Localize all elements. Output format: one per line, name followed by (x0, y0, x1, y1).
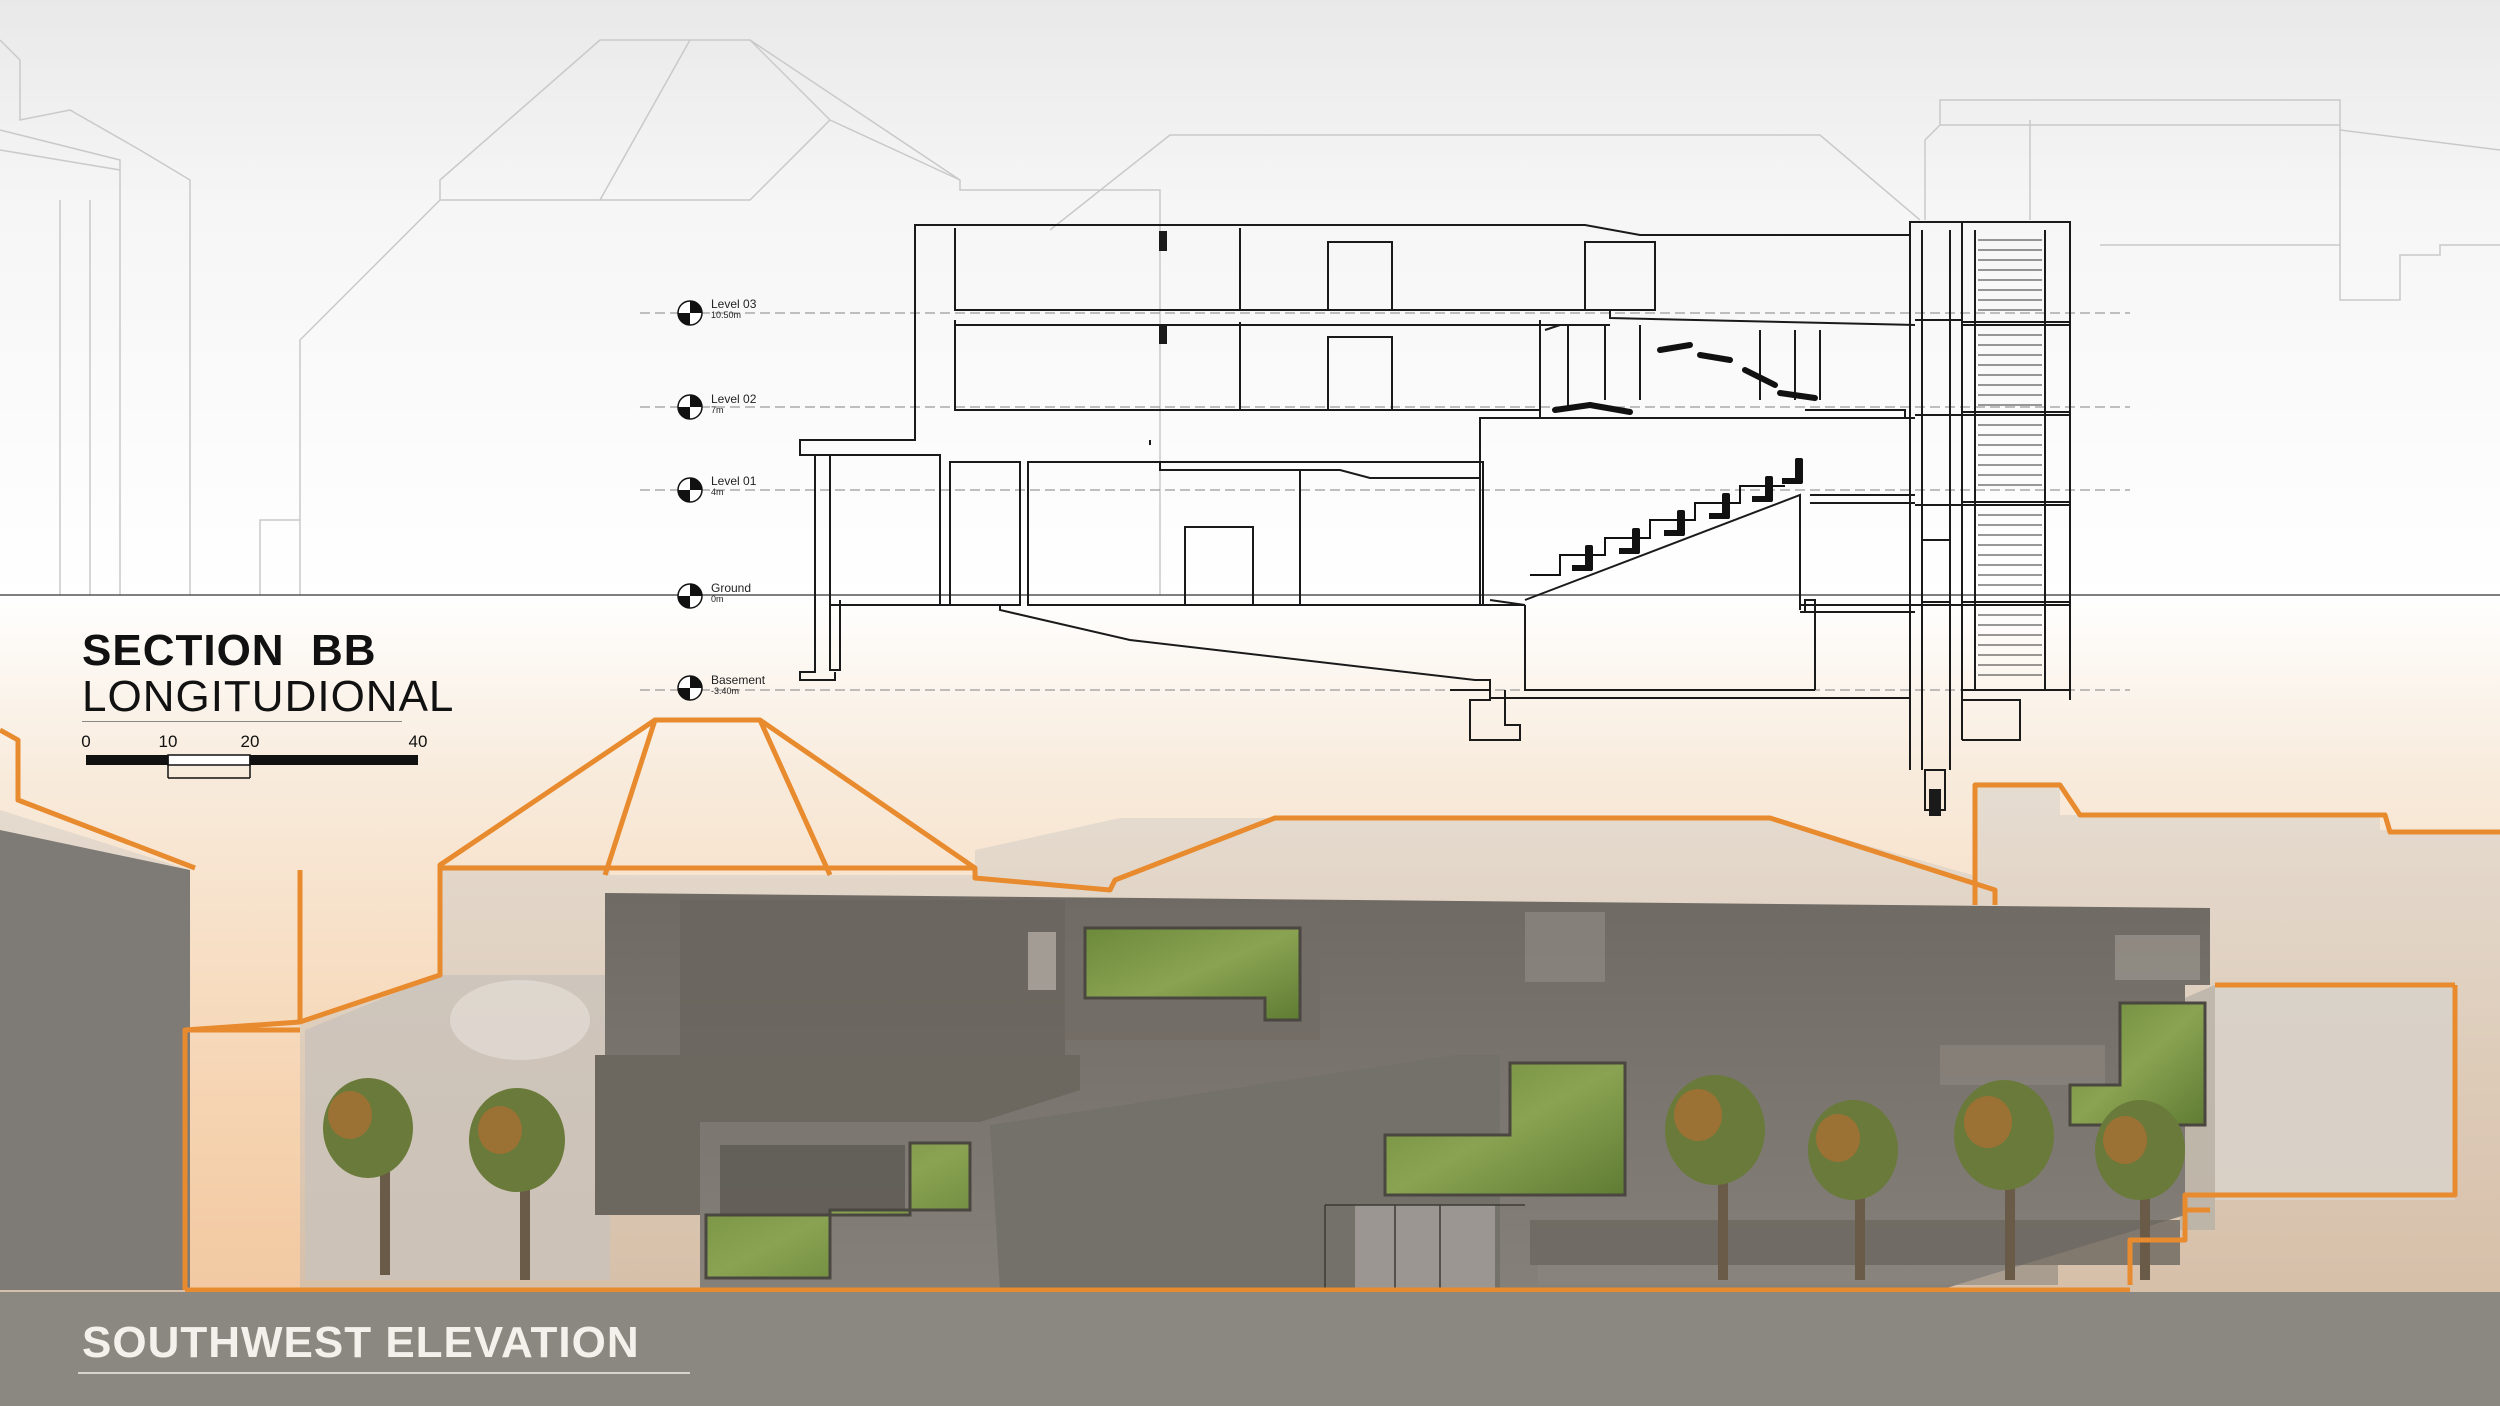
section-title-block: SECTION BB LONGITUDIONAL (82, 628, 472, 720)
elevation-title: SOUTHWEST ELEVATION (82, 1318, 640, 1367)
level-label-basement: Basement -3.40m (711, 674, 765, 696)
level-marker-01 (677, 477, 703, 503)
level-elevation: -3.40m (711, 686, 740, 696)
tree (1954, 1080, 2054, 1280)
section-bb-building (799, 221, 2071, 816)
level-elevation: 0m (711, 594, 724, 604)
title-underline (82, 721, 402, 722)
level-name: Level 03 (711, 297, 757, 311)
level-label-02: Level 02 7m (711, 393, 756, 415)
level-name: Ground (711, 581, 752, 595)
trees (323, 1075, 2185, 1280)
section-title: SECTION BB (82, 626, 377, 675)
scale-bar: 0 10 20 40 (81, 732, 428, 772)
level-markers (677, 300, 703, 701)
seat-icons-lower (1572, 458, 1803, 571)
scale-label: 0 (81, 732, 91, 751)
tree (1665, 1075, 1765, 1280)
tree (1808, 1100, 1898, 1280)
context-orange-outline (0, 717, 2500, 1293)
level-marker-02 (677, 394, 703, 420)
stair-hatching (1978, 239, 2042, 676)
level-name: Level 01 (711, 474, 757, 488)
tree (469, 1088, 565, 1280)
level-marker-ground (677, 583, 703, 609)
level-label-ground: Ground 0m (711, 582, 751, 604)
context-buildings (0, 39, 2500, 595)
level-label-03: Level 03 10.50m (711, 298, 756, 320)
scale-bar-graphic (86, 754, 418, 779)
lower-seating (1530, 485, 1785, 576)
green-roofs (704, 926, 2207, 1280)
ground-band (0, 1292, 2500, 1406)
sky-upper (0, 0, 2500, 600)
level-elevation: 4m (711, 487, 724, 497)
scale-label: 10 (158, 732, 178, 751)
scale-label: 20 (240, 732, 260, 751)
level-marker-03 (677, 300, 703, 326)
tree (323, 1078, 413, 1275)
level-label-01: Level 01 4m (711, 475, 756, 497)
section-subtitle: LONGITUDIONAL (82, 672, 455, 721)
upper-seating (1552, 342, 1818, 415)
level-name: Level 02 (711, 392, 757, 406)
level-marker-basement (677, 675, 703, 701)
tree (2095, 1100, 2185, 1280)
level-elevation: 7m (711, 405, 724, 415)
level-lines (640, 312, 2130, 691)
level-name: Basement (711, 673, 766, 687)
level-elevation: 10.50m (711, 310, 742, 320)
scale-label: 40 (408, 732, 428, 751)
elevation-main-building (595, 893, 2210, 1290)
elevation-title-underline (78, 1372, 690, 1374)
